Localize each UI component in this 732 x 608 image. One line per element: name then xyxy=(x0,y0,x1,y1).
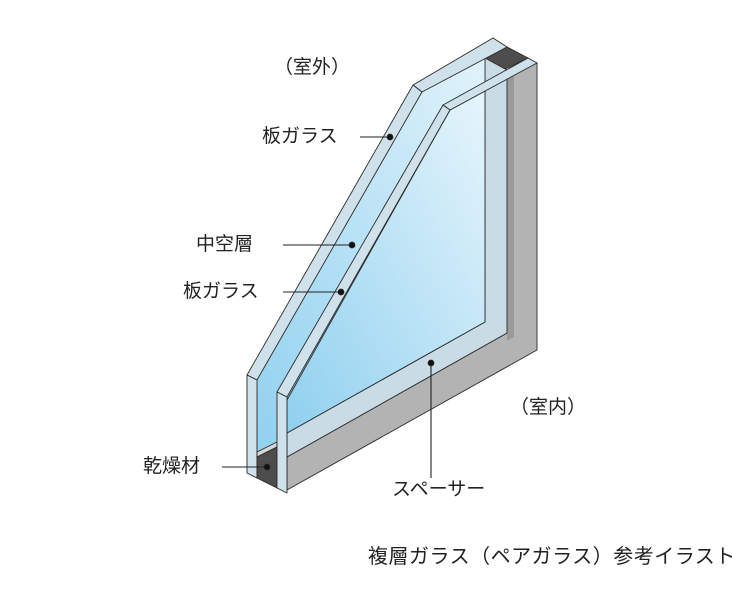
outer-pane-side-edge xyxy=(246,374,258,479)
inner-pane-side-edge xyxy=(276,391,288,494)
dot-spacer xyxy=(427,359,435,367)
label-inner-pane: 板ガラス xyxy=(183,280,259,302)
label-air-layer: 中空層 xyxy=(196,233,254,255)
label-indoor: （室内） xyxy=(510,396,587,418)
dot-desiccant xyxy=(263,463,271,471)
dot-outer-pane xyxy=(386,133,394,141)
label-outdoor: （室外） xyxy=(274,56,351,78)
caption: 複層ガラス（ペアガラス）参考イラスト xyxy=(368,544,732,568)
label-desiccant: 乾燥材 xyxy=(143,455,201,477)
label-outer-pane: 板ガラス xyxy=(262,125,338,147)
dot-air-layer xyxy=(348,241,356,249)
spacer-shadow xyxy=(507,67,514,341)
dot-inner-pane xyxy=(337,288,345,296)
label-spacer: スペーサー xyxy=(392,478,486,500)
